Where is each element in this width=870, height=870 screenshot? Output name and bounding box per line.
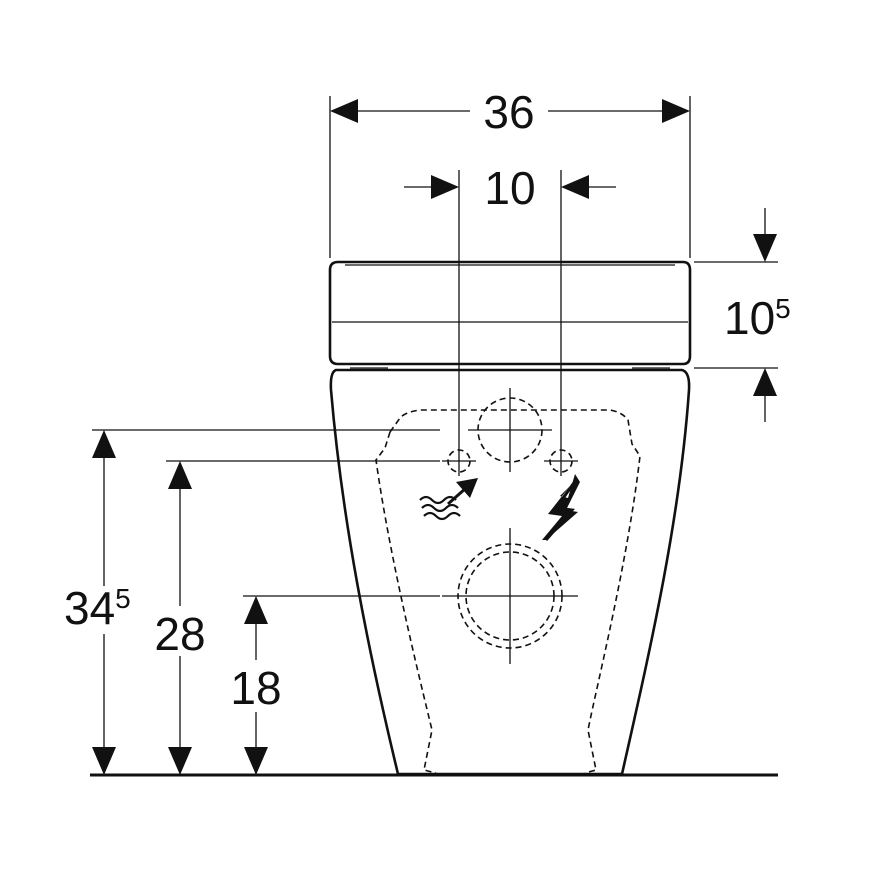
dimension-28: 28 xyxy=(154,460,440,775)
dimension-10-5-sup: 5 xyxy=(775,293,791,324)
electrical-supply-icon xyxy=(542,474,580,541)
drain-connection xyxy=(442,528,578,664)
water-connection-point xyxy=(442,446,476,476)
water-supply-icon xyxy=(419,478,478,521)
dimension-10: 10 xyxy=(404,162,616,446)
bowl-body xyxy=(329,367,691,776)
upper-connection xyxy=(468,388,552,472)
seat-lid xyxy=(328,260,692,366)
dimension-10-label: 10 xyxy=(484,162,535,214)
dimension-34-5-main: 34 xyxy=(64,582,115,634)
installation-contour xyxy=(375,409,641,774)
dimension-10-5-main: 10 xyxy=(724,292,775,344)
svg-text:345: 345 xyxy=(64,582,131,634)
dimension-34-5-sup: 5 xyxy=(115,583,131,614)
dimension-36-label: 36 xyxy=(483,86,534,138)
dimension-10-5: 105 xyxy=(694,208,791,422)
dimension-28-label: 28 xyxy=(154,608,205,660)
dimension-34-5: 345 xyxy=(64,429,440,775)
dimension-36: 36 xyxy=(329,86,691,258)
svg-text:105: 105 xyxy=(724,292,791,344)
dimension-18-label: 18 xyxy=(230,662,281,714)
power-connection-point xyxy=(544,446,578,476)
dimension-18: 18 xyxy=(230,595,440,775)
